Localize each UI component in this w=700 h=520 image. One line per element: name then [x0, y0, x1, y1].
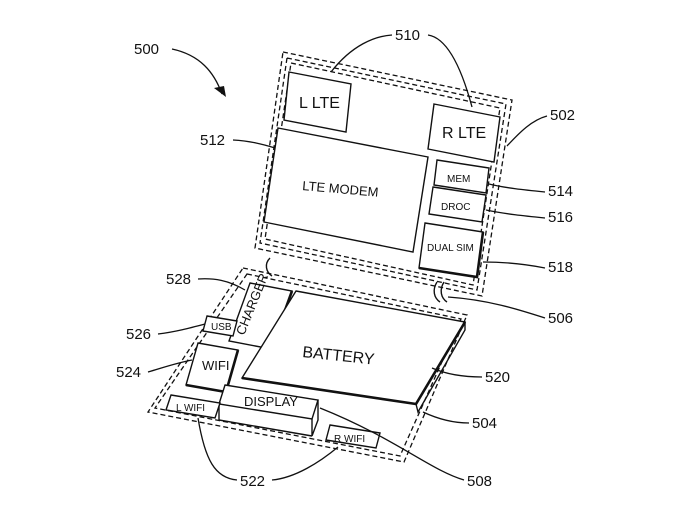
ref-526: 526: [126, 326, 151, 343]
ref-508: 508: [467, 473, 492, 490]
ref-508-leader: [319, 407, 465, 481]
mem-module: MEM: [433, 159, 490, 194]
ref-514: 514: [548, 183, 573, 200]
dual-sim-module: DUAL SIM: [418, 222, 485, 279]
l-wifi-label: L WIFI: [176, 403, 205, 414]
ref-510-leader-left: [330, 34, 393, 73]
r-wifi-label: R WIFI: [334, 434, 365, 445]
ref-522-leader-left: [197, 417, 238, 481]
ref-506: 506: [548, 310, 573, 327]
dual-sim-label: DUAL SIM: [427, 243, 474, 254]
ref-506-leader: [447, 296, 546, 319]
ref-510: 510: [395, 27, 420, 44]
ref-514-leader: [488, 183, 546, 193]
ref-512: 512: [200, 132, 225, 149]
ref-520-leader: [431, 367, 483, 378]
lte-modem-label: LTE MODEM: [302, 178, 379, 200]
usb-port: USB: [202, 315, 238, 337]
display-connector: DISPLAY: [218, 384, 319, 437]
ref-516-leader: [485, 209, 546, 219]
hinge: [265, 257, 448, 303]
droc-module: DROC: [428, 186, 487, 223]
mem-label: MEM: [447, 174, 470, 185]
ref-522: 522: [240, 473, 265, 490]
ref-504-leader: [422, 411, 470, 424]
ref-518-leader: [482, 261, 546, 269]
ref-522-leader-right: [271, 446, 339, 481]
ref-526-leader: [157, 323, 206, 335]
r-lte-label: R LTE: [442, 125, 486, 142]
ref-528: 528: [166, 271, 191, 288]
ref-518: 518: [548, 259, 573, 276]
l-lte-label: L LTE: [299, 95, 340, 112]
ref-500-arrowhead: [214, 86, 226, 97]
r-wifi-antenna: R WIFI: [325, 424, 381, 449]
wifi-label: WIFI: [202, 358, 229, 373]
display-label: DISPLAY: [244, 394, 298, 409]
lte-modem: LTE MODEM: [263, 127, 429, 253]
ref-510-leader-right: [427, 34, 473, 108]
ref-500-arrow: [171, 48, 223, 95]
ref-502: 502: [550, 107, 575, 124]
ref-516: 516: [548, 209, 573, 226]
ref-504: 504: [472, 415, 497, 432]
l-wifi-antenna: L WIFI: [165, 394, 221, 419]
ref-512-leader: [232, 139, 276, 149]
ref-500: 500: [134, 41, 159, 58]
usb-label: USB: [211, 322, 232, 333]
ref-528-leader: [197, 278, 246, 291]
battery: BATTERY: [240, 290, 467, 414]
ref-520: 520: [485, 369, 510, 386]
droc-label: DROC: [441, 202, 470, 213]
base-housing: [146, 267, 468, 463]
l-lte-antenna: L LTE: [283, 71, 352, 133]
ref-524: 524: [116, 364, 141, 381]
r-lte-antenna: R LTE: [427, 103, 501, 163]
ref-524-leader: [147, 359, 193, 373]
ref-502-leader: [506, 115, 548, 147]
wifi-module: WIFI: [185, 342, 240, 394]
